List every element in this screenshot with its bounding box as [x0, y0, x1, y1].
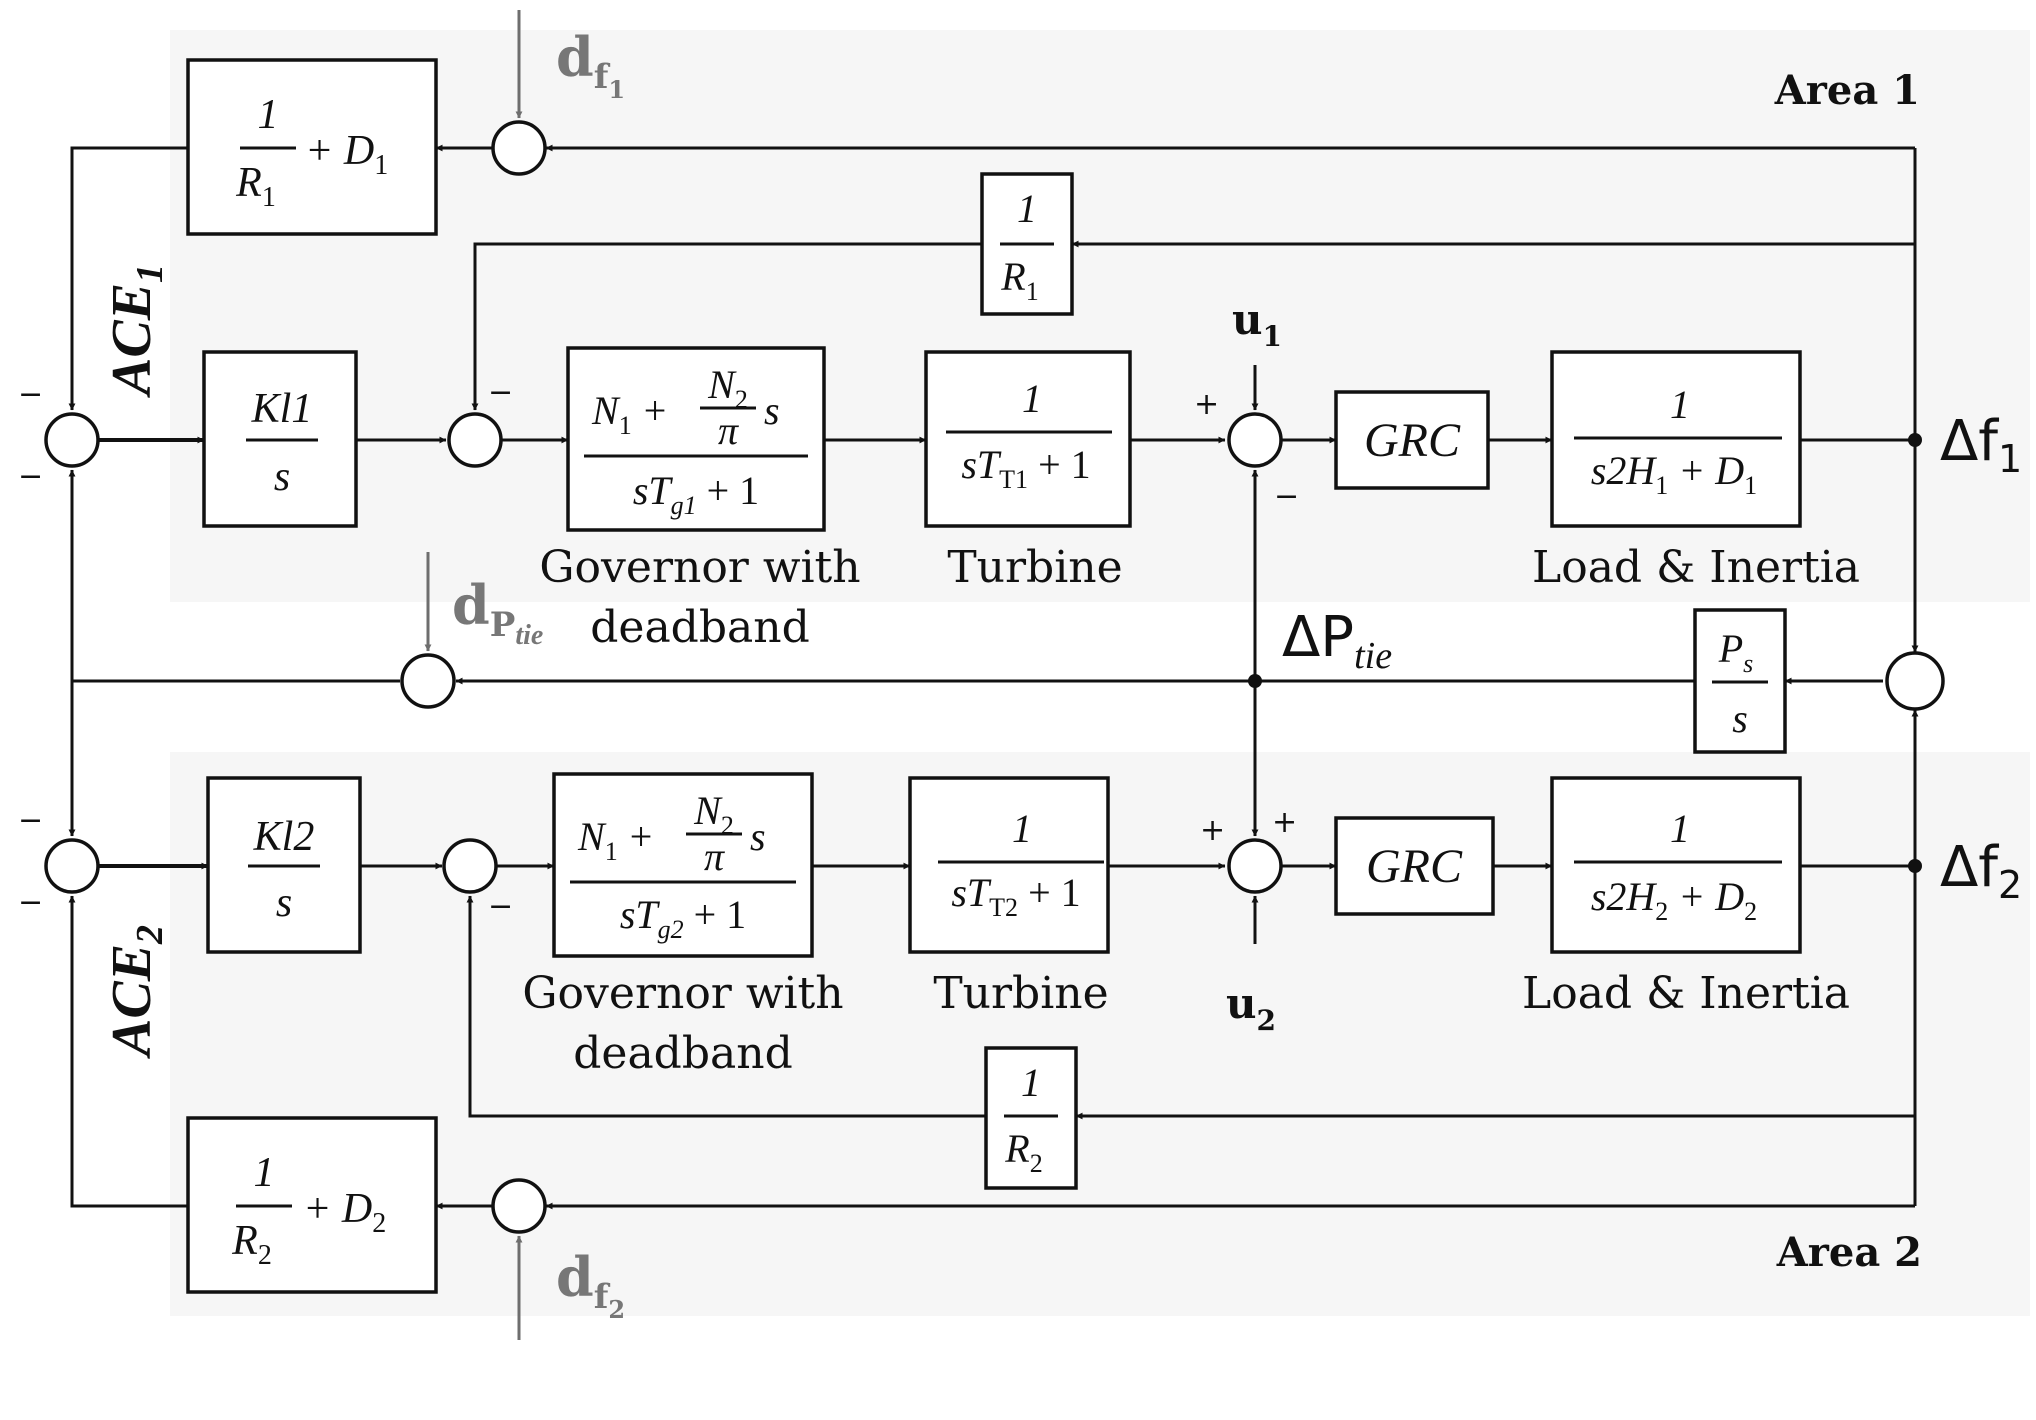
area1-label: Area 1 — [1774, 67, 1920, 114]
integrator1-block: Kl1 s — [202, 350, 358, 528]
droop1-den: R1 — [1000, 254, 1038, 306]
integrator1-den: s — [274, 454, 290, 500]
u1-label: u1 — [1232, 295, 1282, 353]
bias2-den: R2 — [231, 1218, 272, 1271]
turbine2-den: sTT2+ 1 — [951, 870, 1080, 922]
tie-line-den: s — [1732, 696, 1748, 741]
droop2-block: 1 R2 — [984, 1046, 1078, 1190]
svg-text:−: − — [18, 377, 43, 412]
governor1-pi: π — [718, 408, 739, 453]
sum-gov2 — [442, 838, 498, 894]
svg-text:+: + — [1194, 387, 1219, 422]
summing-junctions — [44, 120, 1945, 1234]
tie-line-num: Ps — [1718, 626, 1754, 678]
grc1-label: GRC — [1364, 414, 1461, 467]
governor1-caption-line2: deadband — [590, 602, 810, 653]
turbine1-den: sTT1+ 1 — [961, 442, 1090, 494]
bias2-plus-d: + D2 — [303, 1186, 386, 1239]
governor2-block: N1+ N2 π s sTg2+ 1 — [552, 772, 814, 958]
tie-line-block: Ps s — [1693, 608, 1787, 754]
u2-label: u2 — [1226, 979, 1276, 1037]
grc2-block: GRC — [1334, 816, 1495, 916]
svg-text:+: + — [1272, 805, 1297, 840]
sum-ace1 — [44, 412, 100, 468]
sum-power1 — [1227, 412, 1283, 468]
bias1-block: 1 R1 + D1 — [186, 58, 438, 236]
bias2-block: 1 R2 + D2 — [186, 1116, 438, 1294]
load1-block: 1 s2H1+ D1 — [1550, 350, 1802, 528]
load1-den: s2H1+ D1 — [1591, 448, 1757, 500]
governor1-num: N1+ — [591, 388, 666, 440]
svg-text:−: − — [488, 889, 513, 924]
integrator1-num: Kl1 — [251, 386, 313, 432]
svg-text:−: − — [1274, 479, 1299, 514]
turbine1-block: 1 sTT1+ 1 — [924, 350, 1132, 528]
governor1-s: s — [764, 388, 780, 433]
turbine2-caption: Turbine — [933, 968, 1108, 1019]
svg-text:−: − — [18, 803, 43, 838]
ace1-label: ACE1 — [101, 264, 171, 398]
ace2-label: ACE2 — [101, 925, 171, 1059]
droop1-num: 1 — [1017, 186, 1037, 231]
governor1-den: sTg1+ 1 — [633, 468, 759, 520]
governor1-block: N1+ N2 π s sTg1+ 1 — [566, 346, 826, 532]
governor2-den: sTg2+ 1 — [620, 892, 746, 944]
load2-block: 1 s2H2+ D2 — [1550, 776, 1802, 954]
svg-text:−: − — [18, 459, 43, 494]
governor2-pi: π — [704, 834, 725, 879]
load1-num: 1 — [1670, 382, 1690, 427]
droop2-den: R2 — [1004, 1126, 1042, 1178]
sum-tie-disturbance — [400, 653, 456, 709]
bias1-den: R1 — [235, 160, 276, 213]
sum-freq-difference — [1885, 651, 1945, 711]
grc2-label: GRC — [1366, 840, 1463, 893]
turbine1-caption: Turbine — [947, 542, 1122, 593]
sum-df2 — [491, 1178, 547, 1234]
integrator2-num: Kl2 — [253, 814, 315, 860]
signal-wires — [68, 144, 1919, 1210]
turbine2-block: 1 sTT2+ 1 — [908, 776, 1110, 954]
bias1-num: 1 — [258, 92, 279, 138]
droop2-num: 1 — [1021, 1060, 1041, 1105]
grc1-block: GRC — [1334, 390, 1490, 490]
load2-num: 1 — [1670, 806, 1690, 851]
delta-f2-label: Δf2 — [1940, 835, 2022, 907]
junction-dots — [1248, 433, 1922, 873]
delta-f1-label: Δf1 — [1940, 409, 2022, 481]
bias2-num: 1 — [254, 1150, 275, 1196]
sum-gov1 — [447, 412, 503, 468]
area2-label: Area 2 — [1776, 1229, 1922, 1276]
delta-ptie-label: ΔPtie — [1282, 605, 1392, 677]
d-f2-label: df2 — [556, 1245, 625, 1324]
droop1-block: 1 R1 — [980, 172, 1074, 316]
svg-text:+: + — [1200, 813, 1225, 848]
turbine2-num: 1 — [1012, 806, 1032, 851]
load2-den: s2H2+ D2 — [1591, 874, 1757, 926]
load1-caption: Load & Inertia — [1532, 542, 1860, 593]
bias1-plus-d: + D1 — [305, 128, 388, 181]
sum-power2 — [1227, 838, 1283, 894]
governor2-caption-line2: deadband — [573, 1028, 793, 1079]
integrator2-block: Kl2 s — [206, 776, 362, 954]
governor1-caption-line1: Governor with — [539, 542, 860, 593]
d-f1-label: df1 — [556, 25, 625, 104]
svg-text:−: − — [488, 375, 513, 410]
governor2-caption-line1: Governor with — [522, 968, 843, 1019]
integrator2-den: s — [276, 880, 292, 926]
sum-ace2 — [44, 838, 100, 894]
junction-signs: − − − − − − + − + + — [18, 375, 1299, 924]
disturbance-arrows — [424, 10, 523, 1340]
governor2-s: s — [750, 814, 766, 859]
load2-caption: Load & Inertia — [1522, 968, 1850, 1019]
d-ptie-label: dPtie — [452, 573, 543, 651]
sum-df1 — [491, 120, 547, 176]
turbine1-num: 1 — [1022, 376, 1042, 421]
governor2-num: N1+ — [577, 814, 652, 866]
svg-text:−: − — [18, 885, 43, 920]
